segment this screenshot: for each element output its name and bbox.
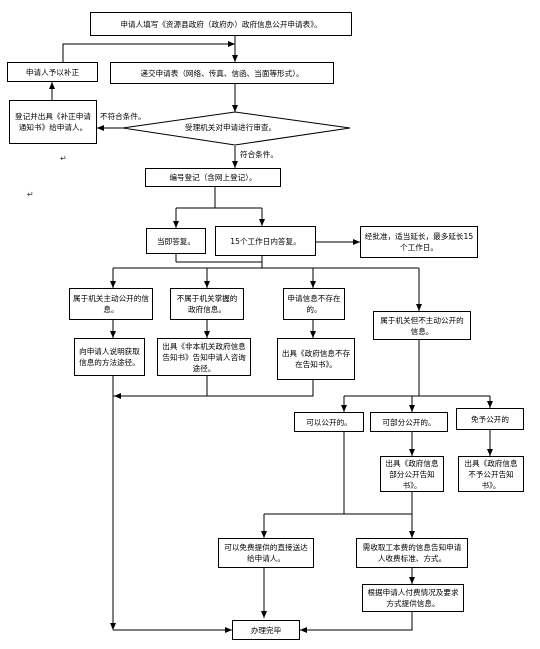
submit-box: 递交申请表（网络、传真、信函、当面等形式）。 (110, 62, 334, 84)
not-exist-notice-text: 出具《政府信息不存在告知书》。 (281, 349, 351, 369)
submit-text: 递交申请表（网络、传真、信函、当面等形式）。 (140, 68, 304, 78)
reply-15-text: 15个工作日内答复。 (230, 236, 301, 246)
pay-box: 根据申请人付费情况及要求方式提供信息。 (362, 584, 464, 612)
not-public-notice-text: 出具《政府信息不予公开告知书》。 (464, 458, 518, 490)
not-exist-box: 申请信息不存在的。 (283, 288, 345, 320)
return-mark: ↵ (27, 190, 34, 199)
not-exist-text: 申请信息不存在的。 (287, 294, 341, 314)
extend-box: 经批准，适当延长，最多延长15个工作日。 (360, 226, 478, 258)
not-exist-notice-box: 出具《政府信息不存在告知书》。 (277, 338, 355, 380)
can-public-text: 可以公开的。 (306, 417, 352, 427)
part-public-text: 可部分公开的。 (382, 417, 436, 427)
reply-now-text: 当即答复。 (157, 236, 195, 246)
free-text: 可以免费提供的直接送达给申请人。 (224, 543, 308, 563)
reply-now-box: 当即答复。 (146, 228, 206, 254)
not-ours-box: 不属于机关掌握的政府信息。 (170, 288, 244, 320)
correction-box: 申请人予以补正 (7, 62, 98, 82)
public-active-box: 属于机关主动公开的信息。 (69, 288, 153, 320)
done-text: 办理完毕 (250, 625, 282, 635)
qualified-label: 符合条件。 (240, 150, 278, 159)
not-qualified-label: 不符合条件。 (100, 112, 146, 121)
review-text: 受理机关对申请进行审查。 (185, 123, 277, 132)
return-mark: ↵ (60, 154, 67, 163)
correction-text: 申请人予以补正 (25, 67, 80, 77)
extend-text: 经批准，适当延长，最多延长15个工作日。 (364, 232, 474, 252)
not-ours-text: 不属于机关掌握的政府信息。 (176, 294, 238, 314)
fill-form-text: 申请人填写《资源县政府（政府办）政府信息公开申请表》。 (120, 19, 322, 29)
correction-notice-text: 登记并出具《补正申请通知书》给申请人。 (15, 112, 91, 132)
part-notice-box: 出具《政府信息部分公开告知书》。 (380, 456, 444, 492)
tell-way-box: 向申请人说明获取信息的方法途径。 (74, 338, 145, 376)
part-public-box: 可部分公开的。 (370, 412, 448, 432)
reply-15-box: 15个工作日内答复。 (215, 226, 316, 256)
fee-text: 需收取工本费的信息告知申请人收费标准、方式。 (362, 543, 462, 563)
review-diamond (122, 111, 351, 146)
not-ours-notice-text: 出具《非本机关政府信息告知书》告知申请人咨询途径。 (162, 341, 246, 373)
pay-text: 根据申请人付费情况及要求方式提供信息。 (367, 588, 459, 608)
tell-way-text: 向申请人说明获取信息的方法途径。 (79, 347, 140, 367)
correction-notice-box: 登记并出具《补正申请通知书》给申请人。 (9, 100, 97, 144)
fee-box: 需收取工本费的信息告知申请人收费标准、方式。 (356, 538, 468, 568)
done-box: 办理完毕 (232, 620, 300, 640)
not-public-notice-box: 出具《政府信息不予公开告知书》。 (458, 456, 524, 492)
not-public-box: 免予公开的 (456, 408, 524, 430)
can-public-box: 可以公开的。 (294, 412, 364, 432)
register-box: 编号登记（含网上登记）。 (145, 168, 281, 187)
not-ours-notice-box: 出具《非本机关政府信息告知书》告知申请人咨询途径。 (157, 338, 251, 376)
not-active-box: 属于机关但不主动公开的信息。 (373, 311, 471, 340)
not-public-text: 免予公开的 (471, 414, 509, 424)
register-text: 编号登记（含网上登记）。 (169, 173, 257, 182)
part-notice-text: 出具《政府信息部分公开告知书》。 (385, 458, 439, 490)
fill-form-box: 申请人填写《资源县政府（政府办）政府信息公开申请表》。 (90, 12, 352, 36)
not-active-text: 属于机关但不主动公开的信息。 (380, 315, 464, 336)
public-active-text: 属于机关主动公开的信息。 (73, 294, 149, 314)
free-box: 可以免费提供的直接送达给申请人。 (218, 538, 314, 568)
